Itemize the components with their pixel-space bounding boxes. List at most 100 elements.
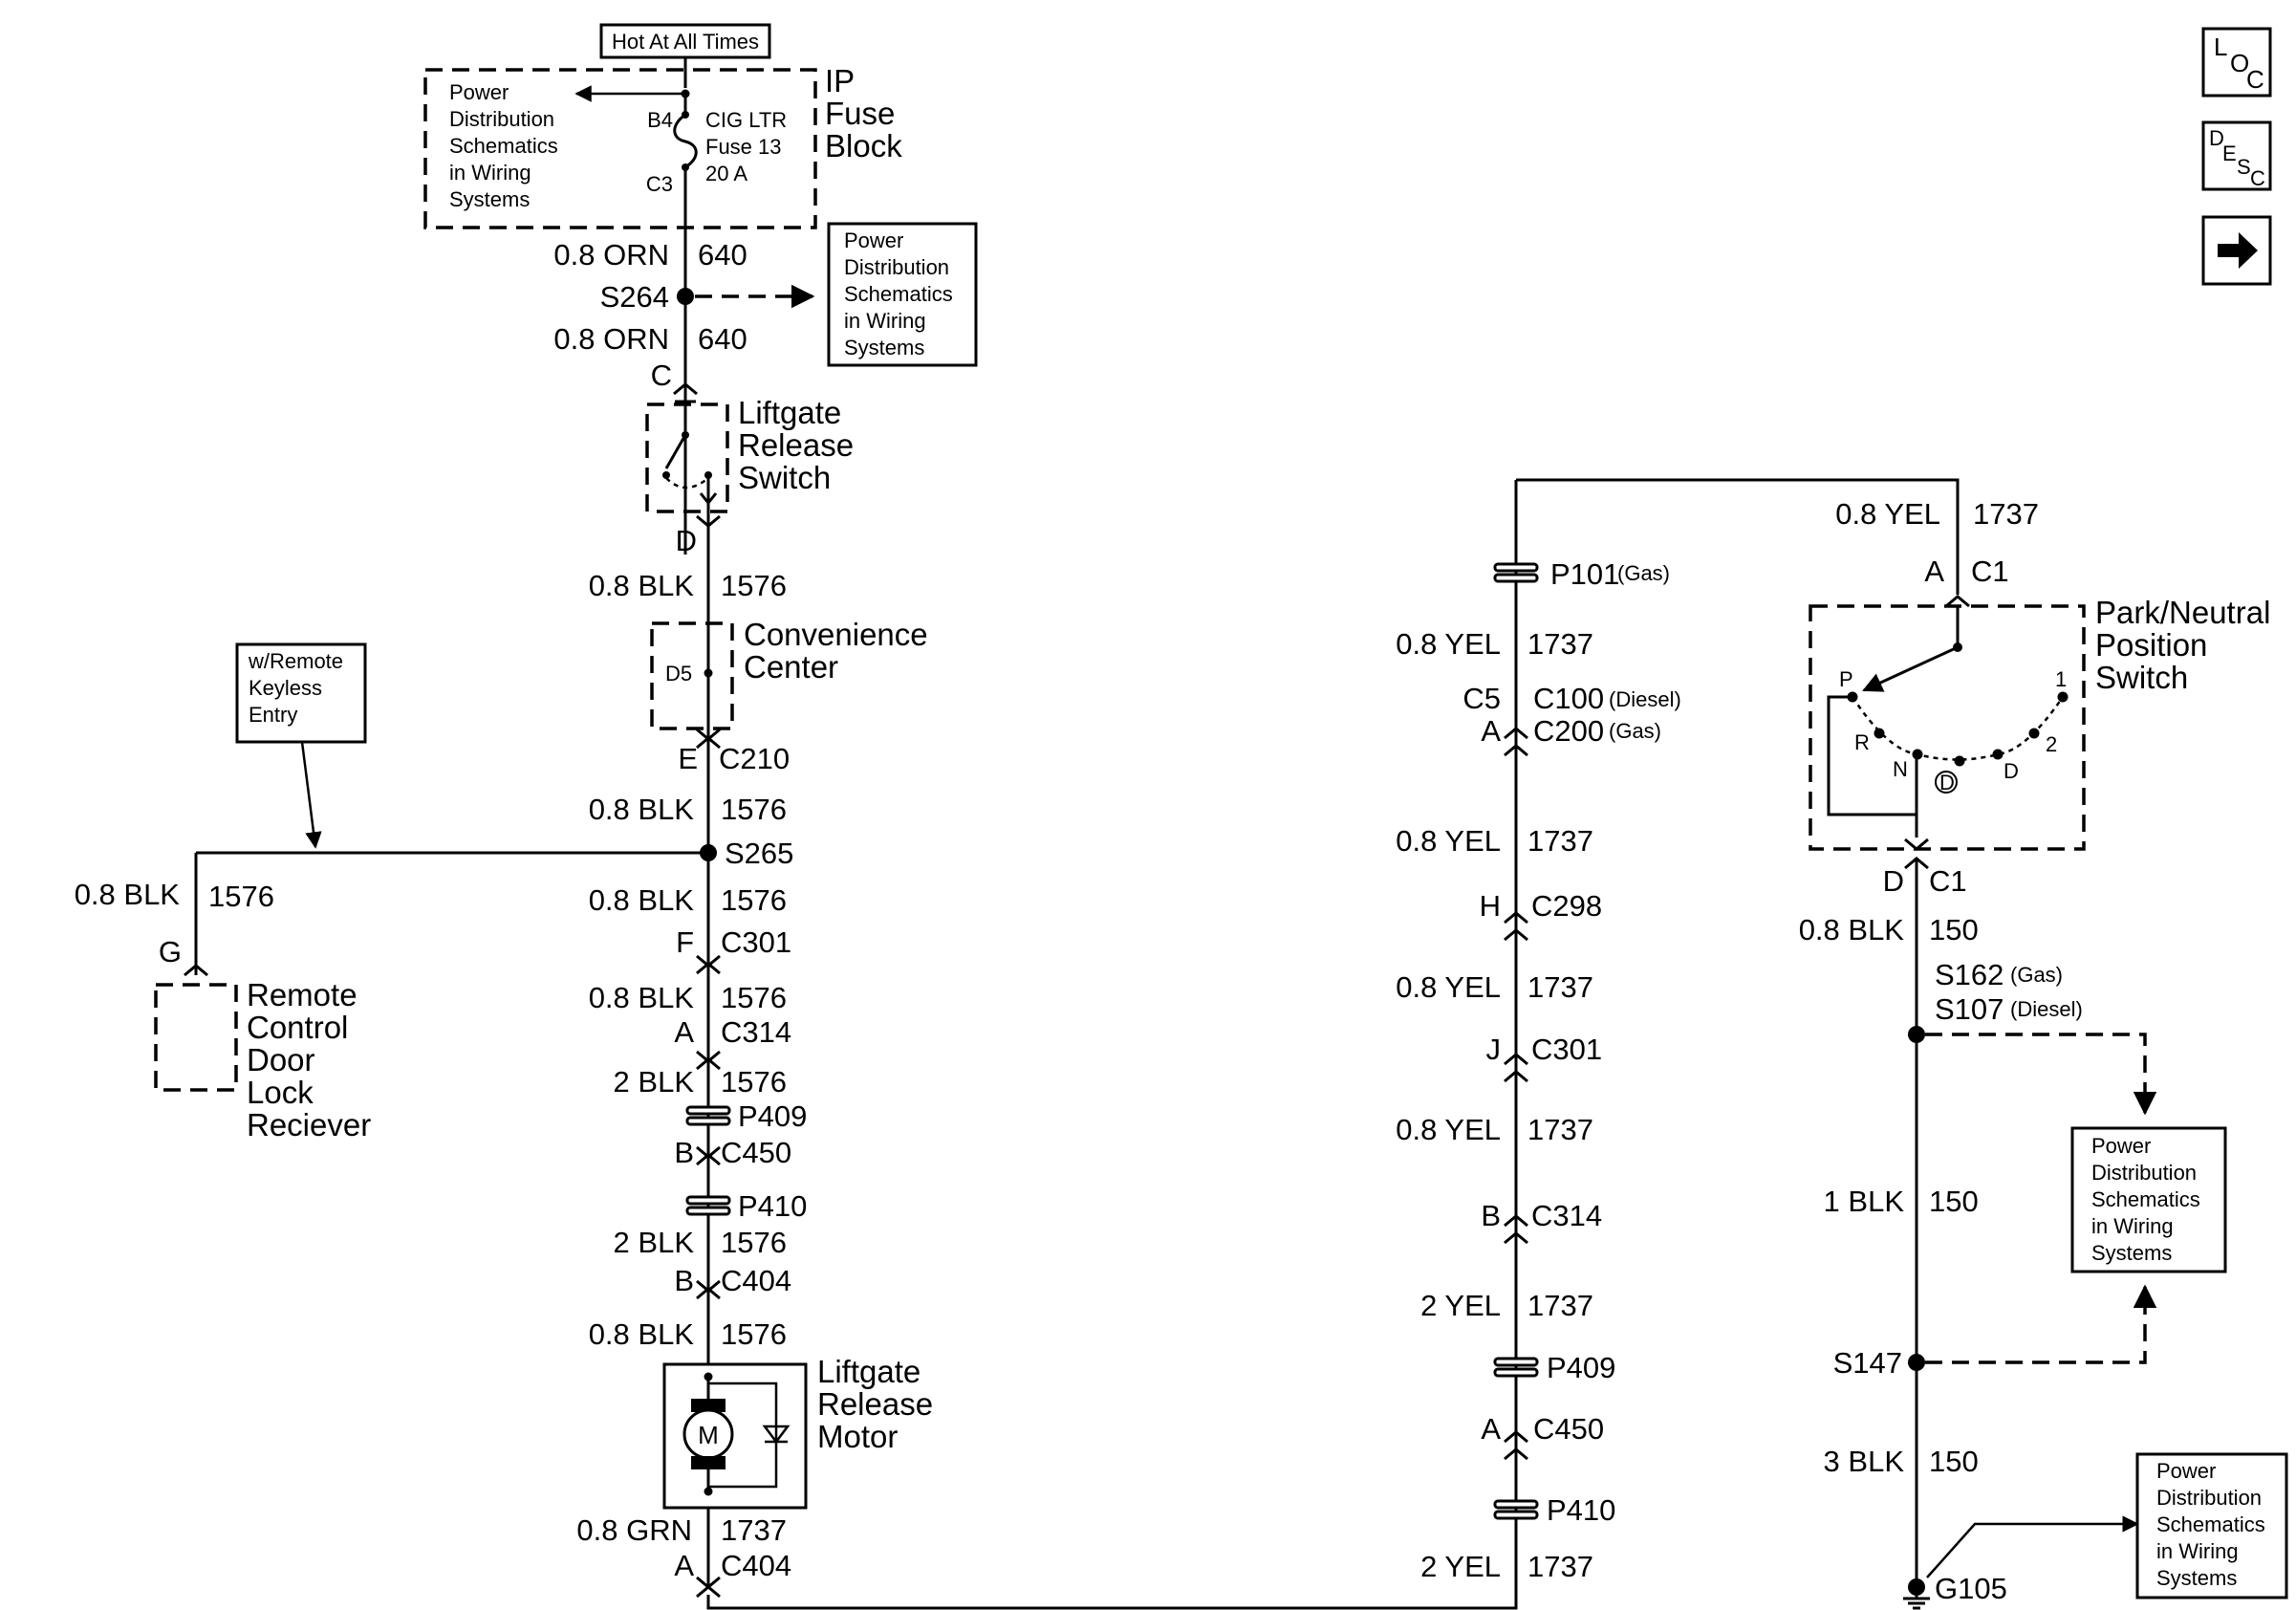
right-wire-color-1: 0.8 BLK — [1799, 913, 1905, 946]
convenience-center[interactable] — [650, 621, 734, 730]
svg-text:Release: Release — [817, 1386, 933, 1422]
receiver-pin-g: G — [159, 935, 182, 968]
svg-text:Distribution: Distribution — [2156, 1486, 2262, 1510]
mid-wire-circuit-5: 1737 — [1527, 1289, 1593, 1322]
c5-label: C5 — [1462, 682, 1501, 715]
c314-left-pin: A — [674, 1015, 694, 1049]
desc-icon-s: S — [2237, 155, 2251, 179]
svg-text:Schematics: Schematics — [844, 282, 953, 306]
pd-ref-in-fuse-block: Power Distribution Schematics in Wiring … — [449, 80, 558, 211]
svg-text:Power: Power — [449, 80, 509, 104]
svg-text:in Wiring: in Wiring — [844, 309, 926, 333]
mid-wire-color-2: 0.8 YEL — [1396, 824, 1501, 858]
p409-left-connector — [685, 1105, 731, 1126]
loc-icon-o: O — [2230, 49, 2249, 77]
svg-text:Block: Block — [825, 128, 902, 163]
c450-left-connector: C450 — [721, 1136, 791, 1169]
position-r: R — [1854, 730, 1870, 754]
mid-wire-color-6: 2 YEL — [1420, 1550, 1501, 1583]
svg-text:Remote: Remote — [247, 977, 357, 1012]
ip-fuse-block-label: IP Fuse Block — [825, 63, 902, 163]
location-view-button[interactable]: L O C — [2201, 27, 2272, 98]
splice-s147 — [1908, 1354, 1925, 1371]
wire-circuit-640-2: 640 — [698, 322, 747, 356]
svg-text:Fuse: Fuse — [825, 96, 895, 131]
position-2: 2 — [2046, 732, 2057, 756]
desc-icon-d: D — [2209, 126, 2224, 150]
fuse-symbol — [673, 113, 698, 169]
wire-circuit-1576-1: 1576 — [721, 569, 787, 602]
wire-color-blk-6: 2 BLK — [614, 1226, 695, 1259]
right-wire-circuit-3: 150 — [1929, 1445, 1979, 1478]
hot-at-all-times-label: Hot At All Times — [599, 23, 771, 59]
arrow-right-icon — [2218, 232, 2258, 269]
fuse-label: CIG LTR Fuse 13 20 A — [705, 108, 787, 185]
next-page-button[interactable] — [2201, 215, 2272, 286]
svg-text:Systems: Systems — [449, 187, 530, 211]
loc-icon-c: C — [2246, 65, 2264, 94]
mid-wire-color-1: 0.8 YEL — [1396, 627, 1501, 661]
svg-text:Schematics: Schematics — [2091, 1187, 2200, 1211]
remote-control-door-lock-receiver[interactable] — [154, 983, 238, 1092]
svg-text:Switch: Switch — [738, 460, 831, 495]
svg-text:Motor: Motor — [817, 1419, 898, 1454]
wire-circuit-1576-5: 1576 — [721, 1065, 787, 1099]
svg-text:Schematics: Schematics — [449, 134, 558, 158]
description-view-button[interactable]: D E S C — [2201, 120, 2272, 191]
svg-text:Liftgate: Liftgate — [817, 1354, 921, 1389]
p410-right-label: P410 — [1547, 1493, 1615, 1527]
svg-text:Systems: Systems — [844, 336, 924, 359]
s107-label: S107 — [1935, 992, 2004, 1026]
splice-s264 — [677, 288, 694, 305]
park-neutral-position-switch[interactable] — [1809, 604, 2086, 851]
svg-text:Door: Door — [247, 1042, 315, 1077]
svg-text:in Wiring: in Wiring — [2156, 1539, 2239, 1563]
wire-circuit-1576-7: 1576 — [721, 1317, 787, 1351]
c1-a-pin: A — [1924, 555, 1944, 588]
c404-a-connector: C404 — [721, 1549, 791, 1582]
svg-text:Power: Power — [844, 228, 903, 252]
right-wire-circuit-2: 150 — [1929, 1185, 1979, 1218]
convenience-center-label: Convenience Center — [744, 617, 928, 685]
mid-wire-circuit-6: 1737 — [1527, 1550, 1593, 1583]
position-d: D — [2004, 759, 2019, 783]
p409-left-label: P409 — [738, 1099, 807, 1133]
c200-pin: A — [1481, 714, 1501, 748]
pd-ref-box-4: Power Distribution Schematics in Wiring … — [2135, 1452, 2288, 1599]
right-wire-circuit-top: 1737 — [1973, 497, 2039, 531]
wire-circuit-1737-8: 1737 — [721, 1513, 787, 1547]
wire-color-blk-3: 0.8 BLK — [589, 883, 695, 917]
desc-icon-c: C — [2250, 166, 2265, 190]
c314-left-connector: C314 — [721, 1015, 791, 1049]
c404-a-pin: A — [674, 1549, 694, 1582]
c298-pin: H — [1480, 889, 1501, 923]
liftgate-release-switch-label: Liftgate Release Switch — [738, 395, 854, 495]
wire-color-blk-1: 0.8 BLK — [589, 569, 695, 602]
p101-note: (Gas) — [1617, 561, 1670, 585]
c210-pin: E — [678, 742, 698, 775]
c298-connector: C298 — [1531, 889, 1602, 923]
svg-text:Power: Power — [2091, 1134, 2151, 1158]
wire-circuit-640-1: 640 — [698, 238, 747, 272]
c1-d-pin: D — [1883, 864, 1904, 898]
c404-b-pin: B — [674, 1264, 694, 1297]
svg-text:Distribution: Distribution — [844, 255, 949, 279]
wire-color-blk-7: 0.8 BLK — [589, 1317, 695, 1351]
c301-left-pin: F — [676, 925, 694, 959]
wire-circuit-1576-6: 1576 — [721, 1226, 787, 1259]
position-n: N — [1893, 757, 1908, 781]
fuse-pin-c3: C3 — [646, 172, 673, 196]
svg-text:in Wiring: in Wiring — [2091, 1214, 2174, 1238]
desc-icon-e: E — [2222, 141, 2237, 165]
park-neutral-switch-label: Park/Neutral Position Switch — [2095, 595, 2270, 695]
s162-label: S162 — [1935, 958, 2004, 991]
mid-wire-circuit-1: 1737 — [1527, 627, 1593, 661]
c210-connector: C210 — [719, 742, 790, 775]
svg-text:Position: Position — [2095, 627, 2207, 663]
wire-circuit-1576-3: 1576 — [721, 883, 787, 917]
svg-text:Entry: Entry — [249, 703, 297, 727]
keyless-entry-note: w/Remote Keyless Entry — [235, 642, 367, 744]
svg-text:Distribution: Distribution — [449, 107, 554, 131]
liftgate-release-switch[interactable] — [645, 402, 729, 513]
svg-text:M: M — [698, 1421, 719, 1449]
